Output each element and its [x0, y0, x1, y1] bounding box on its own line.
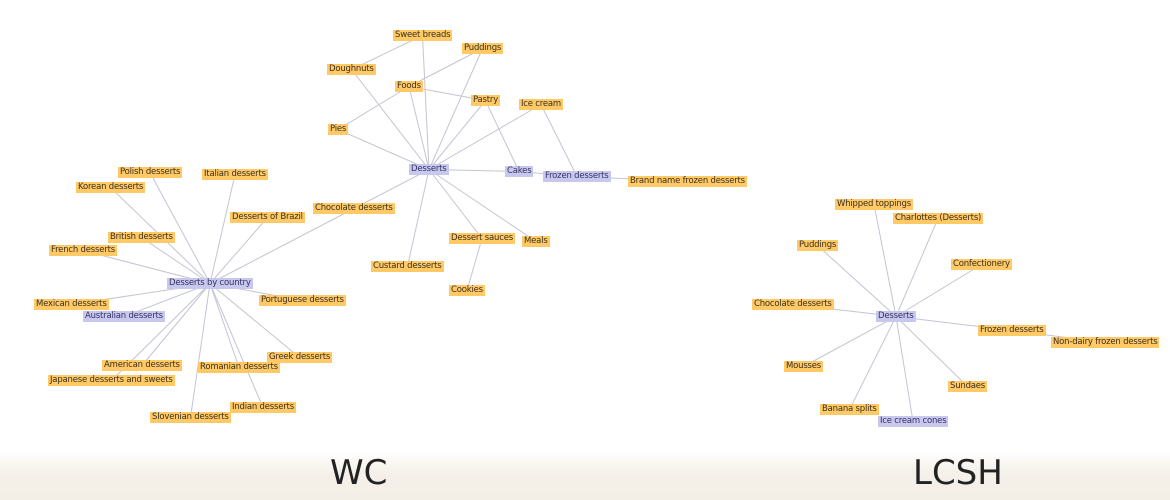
edge-wc-foods-wc-pies	[337, 86, 410, 130]
caption-wc: WC	[330, 453, 388, 493]
node-frozen-desserts[interactable]: Frozen desserts	[543, 171, 611, 182]
node-doughnuts[interactable]: Doughnuts	[327, 64, 376, 75]
node-sundaes[interactable]: Sundaes	[948, 381, 988, 392]
node-cookies[interactable]: Cookies	[449, 285, 485, 296]
node-indian-desserts[interactable]: Indian desserts	[230, 402, 296, 413]
node-dessert-sauces[interactable]: Dessert sauces	[449, 233, 515, 244]
node-korean-desserts[interactable]: Korean desserts	[76, 182, 146, 193]
edge-lcsh-desserts-lcsh-puddings	[817, 245, 897, 317]
edge-wc-by_country-wc-italian	[209, 174, 236, 284]
edge-lcsh-desserts-lcsh-banana	[849, 316, 897, 410]
node-mousses[interactable]: Mousses	[784, 361, 824, 372]
edge-lcsh-desserts-lcsh-whipped	[873, 204, 897, 317]
node-pies[interactable]: Pies	[328, 124, 349, 135]
node-whipped-toppings[interactable]: Whipped toppings	[835, 199, 913, 210]
node-non-dairy-frozen-desserts[interactable]: Non-dairy frozen desserts	[1051, 337, 1160, 348]
node-ice-cream[interactable]: Ice cream	[519, 99, 564, 110]
node-puddings[interactable]: Puddings	[462, 43, 504, 54]
caption-lcsh: LCSH	[913, 453, 1003, 493]
edge-lcsh-desserts-lcsh-charlottes	[895, 218, 939, 317]
edge-wc-by_country-wc-brazil	[209, 217, 268, 284]
edge-wc-desserts-wc-puddings	[428, 48, 483, 170]
node-cakes[interactable]: Cakes	[505, 166, 534, 177]
node-romanian-desserts[interactable]: Romanian desserts	[198, 362, 280, 373]
edge-lcsh-desserts-lcsh-confectionery	[895, 264, 982, 317]
edge-wc-pastry-wc-cakes	[485, 100, 520, 172]
edge-wc-desserts-wc-meals	[428, 169, 537, 242]
node-australian-desserts[interactable]: Australian desserts	[83, 311, 165, 322]
edge-wc-by_country-wc-slovenian	[190, 283, 211, 418]
edge-wc-desserts-wc-sauces	[428, 169, 483, 239]
node-desserts-hub[interactable]: Desserts	[409, 164, 449, 175]
edge-wc-foods-wc-puddings	[408, 48, 483, 87]
edge-wc-sauces-wc-cookies	[466, 238, 483, 291]
edge-wc-desserts-wc-pies	[337, 129, 430, 170]
edge-wc-by_country-wc-greek	[209, 283, 300, 358]
node-charlottes[interactable]: Charlottes (Desserts)	[893, 213, 984, 224]
edge-wc-by_country-wc-american	[141, 283, 211, 366]
node-slovenian-desserts[interactable]: Slovenian desserts	[150, 412, 231, 423]
node-greek-desserts[interactable]: Greek desserts	[267, 352, 333, 363]
node-french-desserts[interactable]: French desserts	[49, 245, 117, 256]
node-ice-cream-cones[interactable]: Ice cream cones	[878, 416, 949, 427]
node-mexican-desserts[interactable]: Mexican desserts	[34, 299, 109, 310]
node-chocolate-desserts[interactable]: Chocolate desserts	[313, 203, 395, 214]
edge-lcsh-desserts-lcsh-cones	[895, 316, 914, 422]
node-desserts-of-brazil[interactable]: Desserts of Brazil	[230, 212, 305, 223]
node-meals[interactable]: Meals	[522, 236, 550, 247]
edge-wc-frozen-wc-ice_cream	[540, 104, 578, 177]
edge-wc-doughnuts-wc-sweet_breads	[351, 35, 423, 70]
node-chocolate-desserts[interactable]: Chocolate desserts	[752, 299, 834, 310]
edge-wc-desserts-wc-custard	[407, 169, 430, 267]
edge-wc-desserts-wc-sweet_breads	[422, 35, 430, 170]
node-portuguese-desserts[interactable]: Portuguese desserts	[259, 295, 346, 306]
node-confectionery[interactable]: Confectionery	[951, 259, 1012, 270]
node-sweet-breads[interactable]: Sweet breads	[393, 30, 453, 41]
edge-wc-by_country-wc-polish	[149, 172, 211, 284]
node-frozen-desserts[interactable]: Frozen desserts	[978, 325, 1046, 336]
edge-wc-desserts-wc-ice_cream	[428, 104, 542, 170]
node-desserts-hub[interactable]: Desserts	[876, 311, 916, 322]
edge-wc-desserts-wc-pastry	[428, 100, 486, 170]
edge-wc-desserts-wc-chocolate	[353, 169, 430, 209]
edge-wc-by_country-wc-indian	[209, 283, 264, 408]
node-pastry[interactable]: Pastry	[471, 95, 501, 106]
node-foods[interactable]: Foods	[395, 81, 423, 92]
node-polish-desserts[interactable]: Polish desserts	[118, 167, 183, 178]
node-puddings[interactable]: Puddings	[797, 240, 839, 251]
node-brand-name-frozen-desserts[interactable]: Brand name frozen desserts	[628, 176, 747, 187]
node-desserts-by-country[interactable]: Desserts by country	[167, 278, 253, 289]
edge-wc-desserts-wc-foods	[408, 86, 430, 170]
edge-wc-chocolate-wc-by_country	[209, 208, 355, 284]
node-japanese-desserts-and-sweets[interactable]: Japanese desserts and sweets	[48, 375, 175, 386]
edge-wc-desserts-wc-doughnuts	[351, 69, 430, 170]
node-american-desserts[interactable]: American desserts	[102, 360, 182, 371]
edge-wc-by_country-wc-romanian	[209, 283, 240, 368]
node-banana-splits[interactable]: Banana splits	[820, 404, 879, 415]
edge-wc-by_country-wc-british	[141, 237, 211, 284]
edge-lcsh-desserts-lcsh-mousses	[803, 316, 897, 367]
node-italian-desserts[interactable]: Italian desserts	[202, 169, 268, 180]
node-custard-desserts[interactable]: Custard desserts	[371, 261, 444, 272]
edge-lcsh-desserts-lcsh-sundaes	[895, 316, 968, 387]
node-british-desserts[interactable]: British desserts	[108, 232, 175, 243]
caption-band	[0, 452, 1170, 500]
